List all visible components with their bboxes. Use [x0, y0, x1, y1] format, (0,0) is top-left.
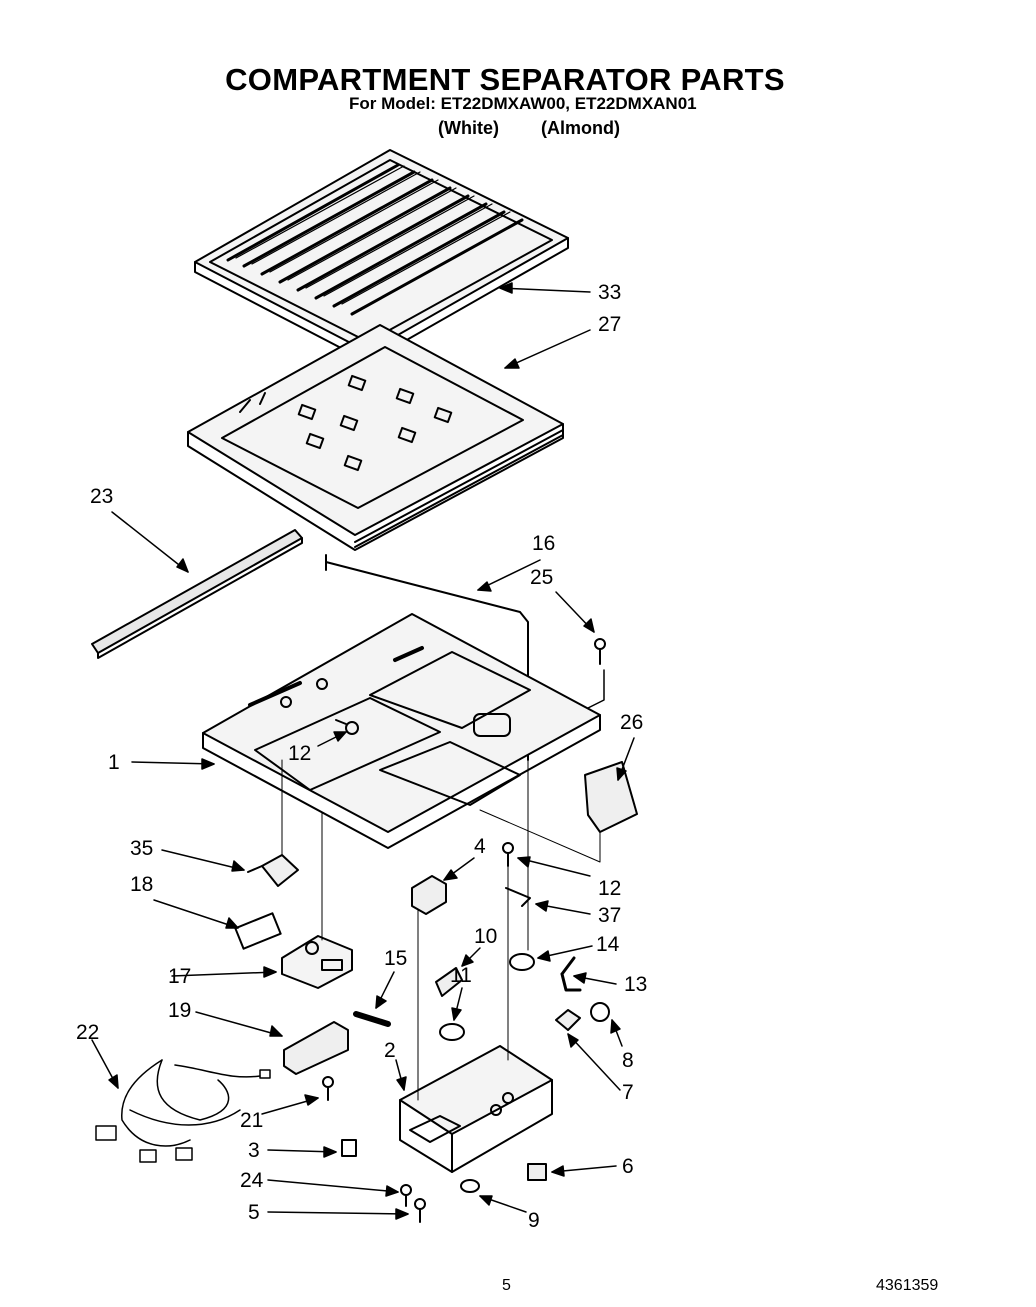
model-subtitle: For Model: ET22DMXAW00, ET22DMXAN01: [349, 94, 697, 113]
callout-14: 14: [596, 933, 620, 956]
part-17-control-housing: [281, 935, 353, 989]
callout-15: 15: [384, 947, 408, 970]
callout-12-upper: 12: [288, 742, 312, 765]
callout-8: 8: [622, 1049, 634, 1072]
callout-13: 13: [624, 973, 648, 996]
page-number: 5: [502, 1277, 511, 1294]
callout-22: 22: [76, 1021, 100, 1044]
part-22-wiring-harness: [95, 1059, 271, 1163]
part-6-plug: [527, 1163, 547, 1181]
part-2-control-bracket: [399, 1045, 553, 1173]
callout-6: 6: [622, 1155, 634, 1178]
part-1-separator-pan: [202, 613, 601, 849]
callout-2: 2: [384, 1039, 396, 1062]
part-12-screw-b: [502, 842, 514, 867]
part-3-clip: [341, 1139, 357, 1157]
callout-12-lower: 12: [598, 877, 622, 900]
callout-3: 3: [248, 1139, 260, 1162]
leader-arrows: [91, 282, 635, 1220]
part-23-trim-strip: [91, 529, 303, 659]
callout-11: 11: [450, 964, 472, 987]
part-14-grommet: [509, 953, 535, 971]
part-7-socket: [555, 1009, 581, 1031]
callout-35: 35: [130, 837, 154, 860]
part-4-sensor: [411, 875, 447, 915]
callout-5: 5: [248, 1201, 260, 1224]
part-15-tube: [353, 1011, 391, 1027]
callout-16: 16: [532, 532, 556, 555]
part-9-nut: [460, 1179, 480, 1193]
page-title: COMPARTMENT SEPARATOR PARTS: [225, 62, 785, 97]
part-27-separator-frame: [187, 324, 564, 551]
callout-19: 19: [168, 999, 192, 1022]
part-12-screw-a: [335, 719, 359, 735]
part-5-screw: [414, 1198, 426, 1223]
part-13-capillary: [560, 956, 582, 992]
part-19-bracket: [283, 1021, 349, 1075]
callout-1: 1: [108, 751, 120, 774]
part-33-shelf-grille: [194, 149, 569, 363]
callout-21: 21: [240, 1109, 264, 1132]
callout-37: 37: [598, 904, 622, 927]
part-25-screw: [594, 638, 606, 665]
part-37-clip: [505, 887, 531, 907]
callout-4: 4: [474, 835, 486, 858]
callout-27: 27: [598, 313, 622, 336]
callout-18: 18: [130, 873, 154, 896]
part-26-cover: [584, 761, 638, 833]
callout-24: 24: [240, 1169, 264, 1192]
assembly-guide-lines: [281, 759, 601, 1101]
part-18-gasket: [234, 912, 282, 950]
callout-17: 17: [168, 965, 192, 988]
callout-23: 23: [90, 485, 114, 508]
part-8-bulb: [590, 1002, 610, 1022]
part-10-switch: [435, 967, 463, 997]
callout-9: 9: [528, 1209, 540, 1232]
part-11-knob: [439, 1023, 465, 1041]
callout-25: 25: [530, 566, 554, 589]
document-number: 4361359: [876, 1277, 939, 1294]
callout-10: 10: [474, 925, 498, 948]
color-almond-label: (Almond): [541, 118, 620, 138]
callout-33: 33: [598, 281, 622, 304]
callout-26: 26: [620, 711, 644, 734]
color-white-label: (White): [438, 118, 499, 138]
callout-7: 7: [622, 1081, 634, 1104]
part-24-screw: [400, 1184, 412, 1207]
part-35-bracket: [247, 854, 299, 887]
part-21-screw: [322, 1076, 334, 1101]
